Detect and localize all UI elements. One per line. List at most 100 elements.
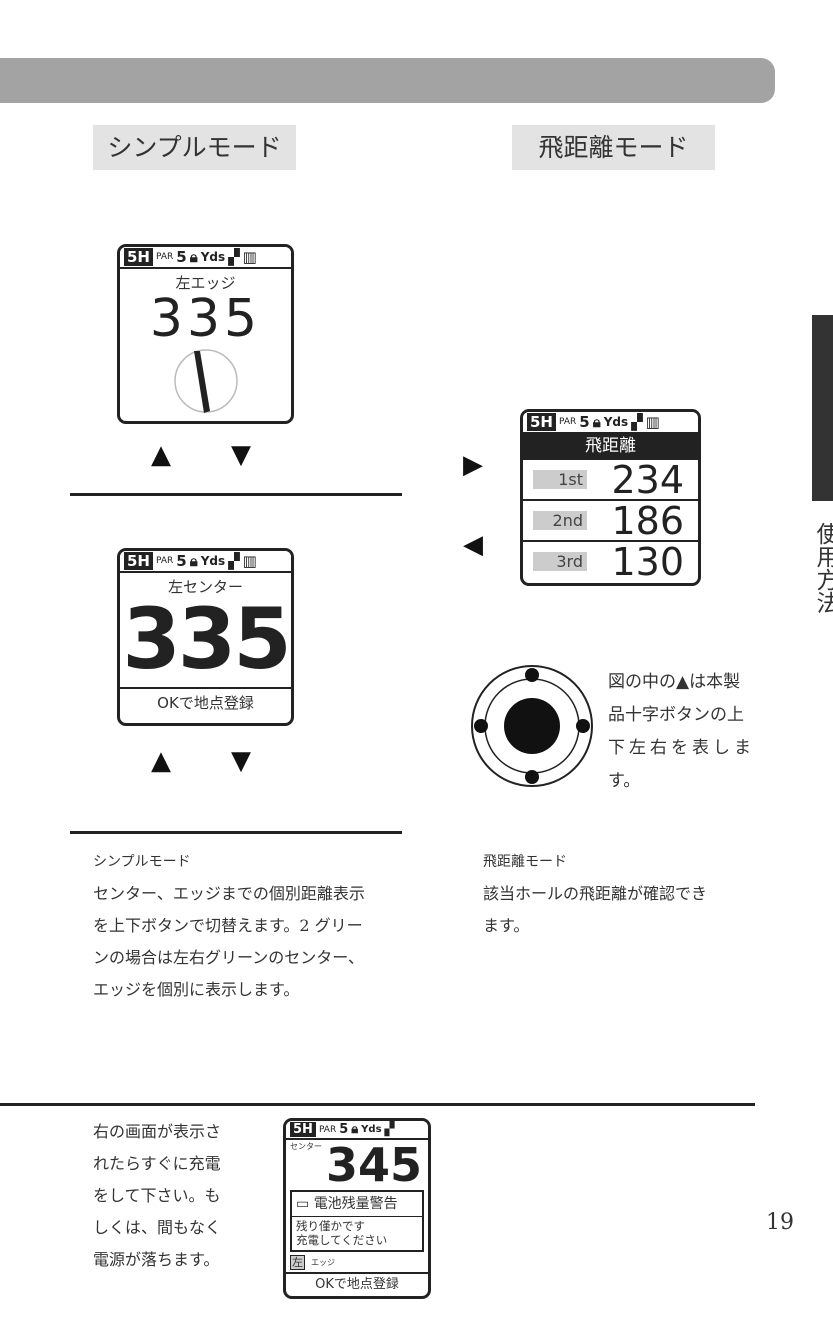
par-value: 5 [339,1122,349,1137]
desc-line: ます。 [483,916,530,935]
warning-message: 充電してください [296,1233,388,1247]
shot-tag: 3rd [533,552,587,571]
up-arrow-icon: ▲ [151,440,171,470]
shot-row: 1st 234 [523,457,698,502]
simple-mode-description: シンプルモード センター、エッジまでの個別距離表示 を上下ボタンで切替えます。2… [93,846,365,1006]
divider [70,493,402,496]
yds-unit: Yds [200,554,226,568]
desc-line: エッジを個別に表示します。 [93,980,300,999]
background-distance-row: センター 345 [286,1140,428,1188]
note-line: 図の中の▲は本製 [608,672,741,692]
down-arrow-icon: ▼ [231,746,251,776]
lock-icon: 🔒︎ [189,552,198,570]
shot-tag: 2nd [533,511,587,530]
par-label: PAR [559,417,577,427]
dpad-note: 図の中の▲は本製 品十字ボタンの上 下左右を表しま す。 [608,666,755,798]
hole-number: 5H [527,413,556,431]
shot-row: 2nd 186 [523,498,698,543]
register-point-footer: OKで地点登録 [286,1272,428,1296]
desc-line: 電源が落ちます。 [93,1250,220,1269]
register-point-footer: OKで地点登録 [120,687,291,717]
desc-line: センター、エッジまでの個別距離表示 [93,884,365,903]
desc-line: を上下ボタンで切替えます。2 グリー [93,916,363,935]
divider [70,831,402,834]
note-line: 下左右を表しま [608,738,755,758]
distance-value: 335 [122,590,291,688]
shot-tag: 1st [533,470,587,489]
distance-value: 335 [149,289,262,349]
hole-number: 5H [124,552,153,570]
dpad-icon [471,665,593,787]
battery-icon: ▥ [242,552,257,570]
desc-line: しくは、間もなく [93,1218,222,1237]
par-value: 5 [176,552,187,570]
desc-line: 右の画面が表示さ [93,1122,222,1141]
shot-row: 3rd 130 [523,539,698,584]
section-header-bar [0,58,775,103]
yds-unit: Yds [603,415,629,429]
par-value: 5 [579,413,590,431]
divider [0,1103,755,1106]
note-line: 品十字ボタンの上 [608,705,744,725]
desc-heading: 飛距離モード [483,854,567,870]
battery-icon: ▥ [242,248,257,266]
screen-title: 左センター [167,578,243,596]
shot-distance: 186 [611,498,684,543]
warning-title: 電池残量警告 [313,1196,398,1212]
screen-title: 左エッジ [175,274,236,292]
hole-number: 5H [124,248,153,266]
down-arrow-icon: ▼ [231,440,251,470]
background-labels-row: 左 エッジ [286,1254,428,1272]
shot-distance: 130 [611,539,684,584]
shot-distance: 234 [611,457,684,502]
flight-mode-description: 飛距離モード 該当ホールの飛距離が確認でき ます。 [483,846,707,942]
chapter-label: 使用方法 [812,522,833,614]
yds-unit: Yds [361,1124,382,1135]
battery-icon: ▥ [645,413,660,431]
lock-icon: 🔒︎ [351,1122,359,1137]
battery-warning-dialog: ▭ 電池残量警告 残り僅かです 充電してください [290,1190,424,1252]
direction-compass-icon [173,349,238,413]
desc-line: ンの場合は左右グリーンのセンター、 [93,948,365,967]
flight-mode-label: 飛距離モード [512,125,715,170]
par-label: PAR [156,252,174,262]
bg-value: 345 [326,1138,423,1192]
up-arrow-icon: ▲ [151,746,171,776]
signal-icon: ▞ [228,248,240,266]
yds-unit: Yds [200,250,226,264]
right-arrow-icon: ▶ [463,450,483,480]
bg-label: センター [290,1142,322,1151]
bg-left-tag: 左 [290,1255,305,1270]
bg-label: エッジ [311,1257,335,1267]
par-label: PAR [156,556,174,566]
lock-icon: 🔒︎ [189,248,198,266]
desc-heading: シンプルモード [93,854,191,870]
screen-title: 飛距離 [523,434,698,458]
par-label: PAR [318,1124,337,1135]
signal-icon: ▞ [631,413,643,431]
signal-icon: ▞ [384,1122,395,1137]
battery-description: 右の画面が表示さ れたらすぐに充電 をして下さい。も しくは、間もなく 電源が落… [93,1116,221,1276]
warning-message: 残り僅かです [296,1219,365,1233]
desc-line: れたらすぐに充電 [93,1154,221,1173]
battery-empty-icon: ▭ [296,1196,310,1212]
left-arrow-icon: ◀ [463,530,483,560]
hole-number: 5H [290,1122,316,1137]
lock-icon: 🔒︎ [592,413,601,431]
desc-line: をして下さい。も [93,1186,221,1205]
signal-icon: ▞ [228,552,240,570]
desc-line: 該当ホールの飛距離が確認でき [483,884,708,903]
note-line: す。 [608,771,641,791]
chapter-tab [812,315,833,501]
par-value: 5 [176,248,187,266]
simple-mode-label: シンプルモード [93,125,296,170]
page-number: 19 [766,1210,794,1235]
